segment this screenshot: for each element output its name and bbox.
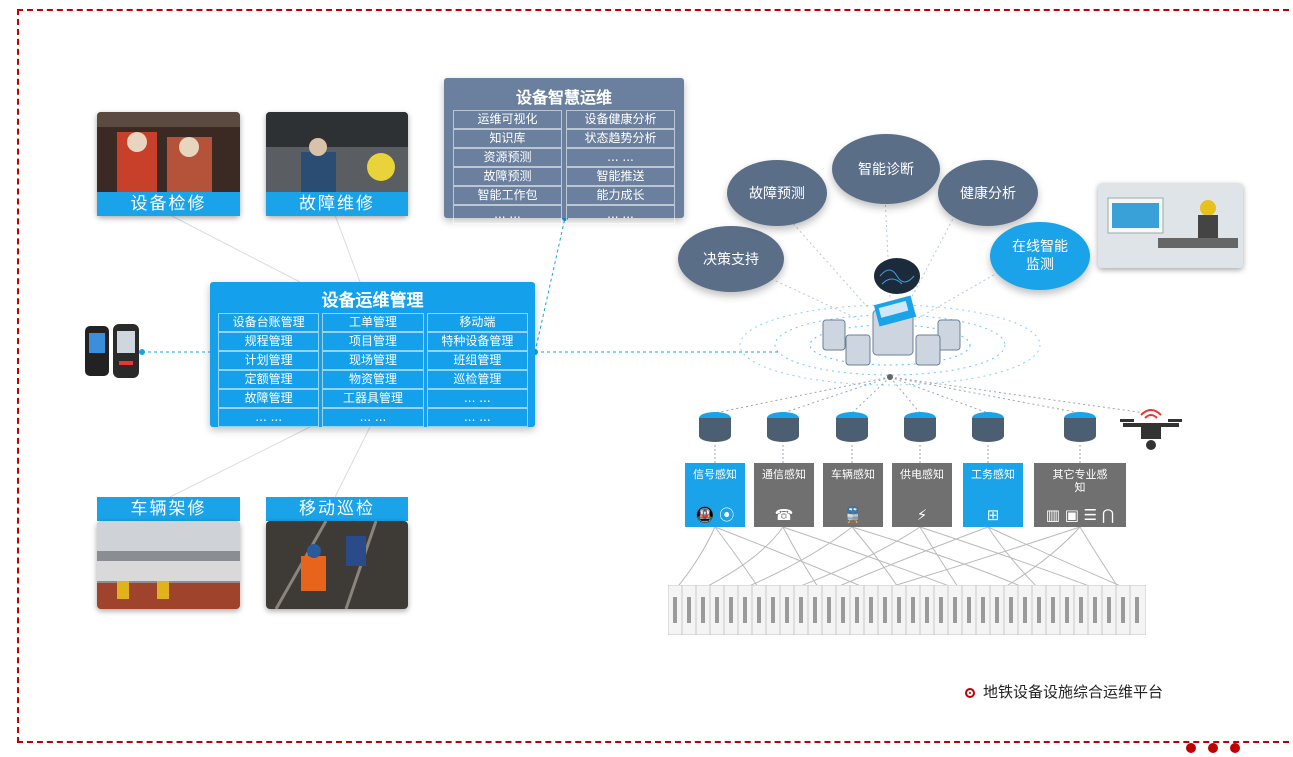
management-item: ... ... <box>426 408 528 427</box>
management-item: 移动端 <box>426 313 528 332</box>
management-item: ... ... <box>426 389 528 408</box>
smart-ops-item: ... ... <box>566 205 675 224</box>
management-item: 巡检管理 <box>426 370 528 389</box>
comm-icon: ☎ <box>774 506 794 524</box>
vehicle-icon: 🚆 <box>843 506 863 524</box>
misc-icon: ▥ ▣ ☰ ⋂ <box>1045 506 1115 524</box>
sensor-track: 工务感知 ⊞ <box>963 463 1023 527</box>
online-monitoring-label: 在线智能监测 <box>1012 239 1068 273</box>
sensor-db-icon <box>834 410 870 444</box>
management-item: 计划管理 <box>218 351 320 370</box>
management-item: 规程管理 <box>218 332 320 351</box>
smart-ops-grid: 运维可视化 设备健康分析 知识库 状态趋势分析 资源预测 ... ... 故障预… <box>453 110 675 224</box>
smart-ops-item: 状态趋势分析 <box>566 129 675 148</box>
track-icon: ⊞ <box>986 506 1000 524</box>
sensor-power: 供电感知 ⚡ <box>892 463 952 527</box>
management-item: 工器具管理 <box>322 389 424 408</box>
equipment-management-title: 设备运维管理 <box>321 291 424 311</box>
fault-repair-caption: 故障维修 <box>266 192 408 216</box>
online-monitoring-bubble: 在线智能监测 <box>990 222 1090 290</box>
smart-ops-item: 知识库 <box>453 129 562 148</box>
platform-caption: 地铁设备设施综合运维平台 <box>965 681 1163 702</box>
sensor-db-icon <box>1062 410 1098 444</box>
decision-support-bubble: 决策支持 <box>678 226 784 292</box>
management-item: 定额管理 <box>218 370 320 389</box>
brain-icon <box>872 256 922 296</box>
power-icon: ⚡ <box>916 506 928 524</box>
platform-caption-text: 地铁设备设施综合运维平台 <box>983 683 1164 701</box>
smart-diagnosis-bubble: 智能诊断 <box>832 134 940 204</box>
drone-icon <box>1118 403 1184 453</box>
dashed-frame <box>17 9 1289 743</box>
smart-ops-item: 资源预测 <box>453 148 562 167</box>
sensor-vehicle: 车辆感知 🚆 <box>823 463 883 527</box>
sensor-label: 工务感知 <box>971 468 1015 481</box>
management-item: 设备台账管理 <box>218 313 320 332</box>
sensor-misc: 其它专业感知 ▥ ▣ ☰ ⋂ <box>1034 463 1126 527</box>
smart-ops-item: 能力成长 <box>566 186 675 205</box>
device-grid <box>667 584 1147 636</box>
sensor-label: 通信感知 <box>762 468 806 481</box>
sensor-db-icon <box>902 410 938 444</box>
vehicle-overhaul-caption: 车辆架修 <box>97 497 240 521</box>
management-item: ... ... <box>322 408 424 427</box>
sensor-label: 信号感知 <box>693 468 737 481</box>
train-signal-icon: 🚇 ⦿ <box>695 506 735 524</box>
maintenance-caption: 设备检修 <box>97 192 240 216</box>
sensor-label: 供电感知 <box>900 468 944 481</box>
health-analysis-bubble: 健康分析 <box>938 160 1038 226</box>
smart-ops-item: 设备健康分析 <box>566 110 675 129</box>
monitoring-room-photo <box>1098 183 1243 268</box>
mobile-patrol-caption: 移动巡检 <box>266 497 408 521</box>
smart-ops-item: 智能推送 <box>566 167 675 186</box>
management-item: 项目管理 <box>322 332 424 351</box>
sensor-db-icon <box>697 410 733 444</box>
sensor-db-icon <box>765 410 801 444</box>
bullet-icon <box>965 688 975 698</box>
management-item: 故障管理 <box>218 389 320 408</box>
sensor-label: 其它专业感知 <box>1052 468 1108 494</box>
smart-ops-item: ... ... <box>566 148 675 167</box>
sensor-comm: 通信感知 ☎ <box>754 463 814 527</box>
sensor-db-icon <box>970 410 1006 444</box>
smart-ops-item: 智能工作包 <box>453 186 562 205</box>
management-item: 现场管理 <box>322 351 424 370</box>
sensor-signal: 信号感知 🚇 ⦿ <box>685 463 745 527</box>
mobile-patrol-photo <box>266 521 408 609</box>
decorative-dots-icon <box>1183 738 1253 753</box>
smart-ops-item: 故障预测 <box>453 167 562 186</box>
management-item: 工单管理 <box>322 313 424 332</box>
management-item: 班组管理 <box>426 351 528 370</box>
smart-ops-item: 运维可视化 <box>453 110 562 129</box>
management-item: 特种设备管理 <box>426 332 528 351</box>
sensor-label: 车辆感知 <box>831 468 875 481</box>
smart-ops-panel: 设备智慧运维 运维可视化 设备健康分析 知识库 状态趋势分析 资源预测 ... … <box>444 78 684 224</box>
smart-ops-item: ... ... <box>453 205 562 224</box>
fault-prediction-bubble: 故障预测 <box>727 160 827 226</box>
management-item: 物资管理 <box>322 370 424 389</box>
database-servers-icon <box>818 290 968 370</box>
equipment-management-grid: 设备台账管理 工单管理 移动端 规程管理 项目管理 特种设备管理 计划管理 现场… <box>218 313 528 427</box>
handheld-device-icon <box>83 323 141 379</box>
vehicle-overhaul-photo <box>97 521 240 609</box>
smart-ops-title: 设备智慧运维 <box>515 88 612 107</box>
equipment-management-panel: 设备运维管理 设备台账管理 工单管理 移动端 规程管理 项目管理 特种设备管理 … <box>210 282 535 427</box>
management-item: ... ... <box>218 408 320 427</box>
